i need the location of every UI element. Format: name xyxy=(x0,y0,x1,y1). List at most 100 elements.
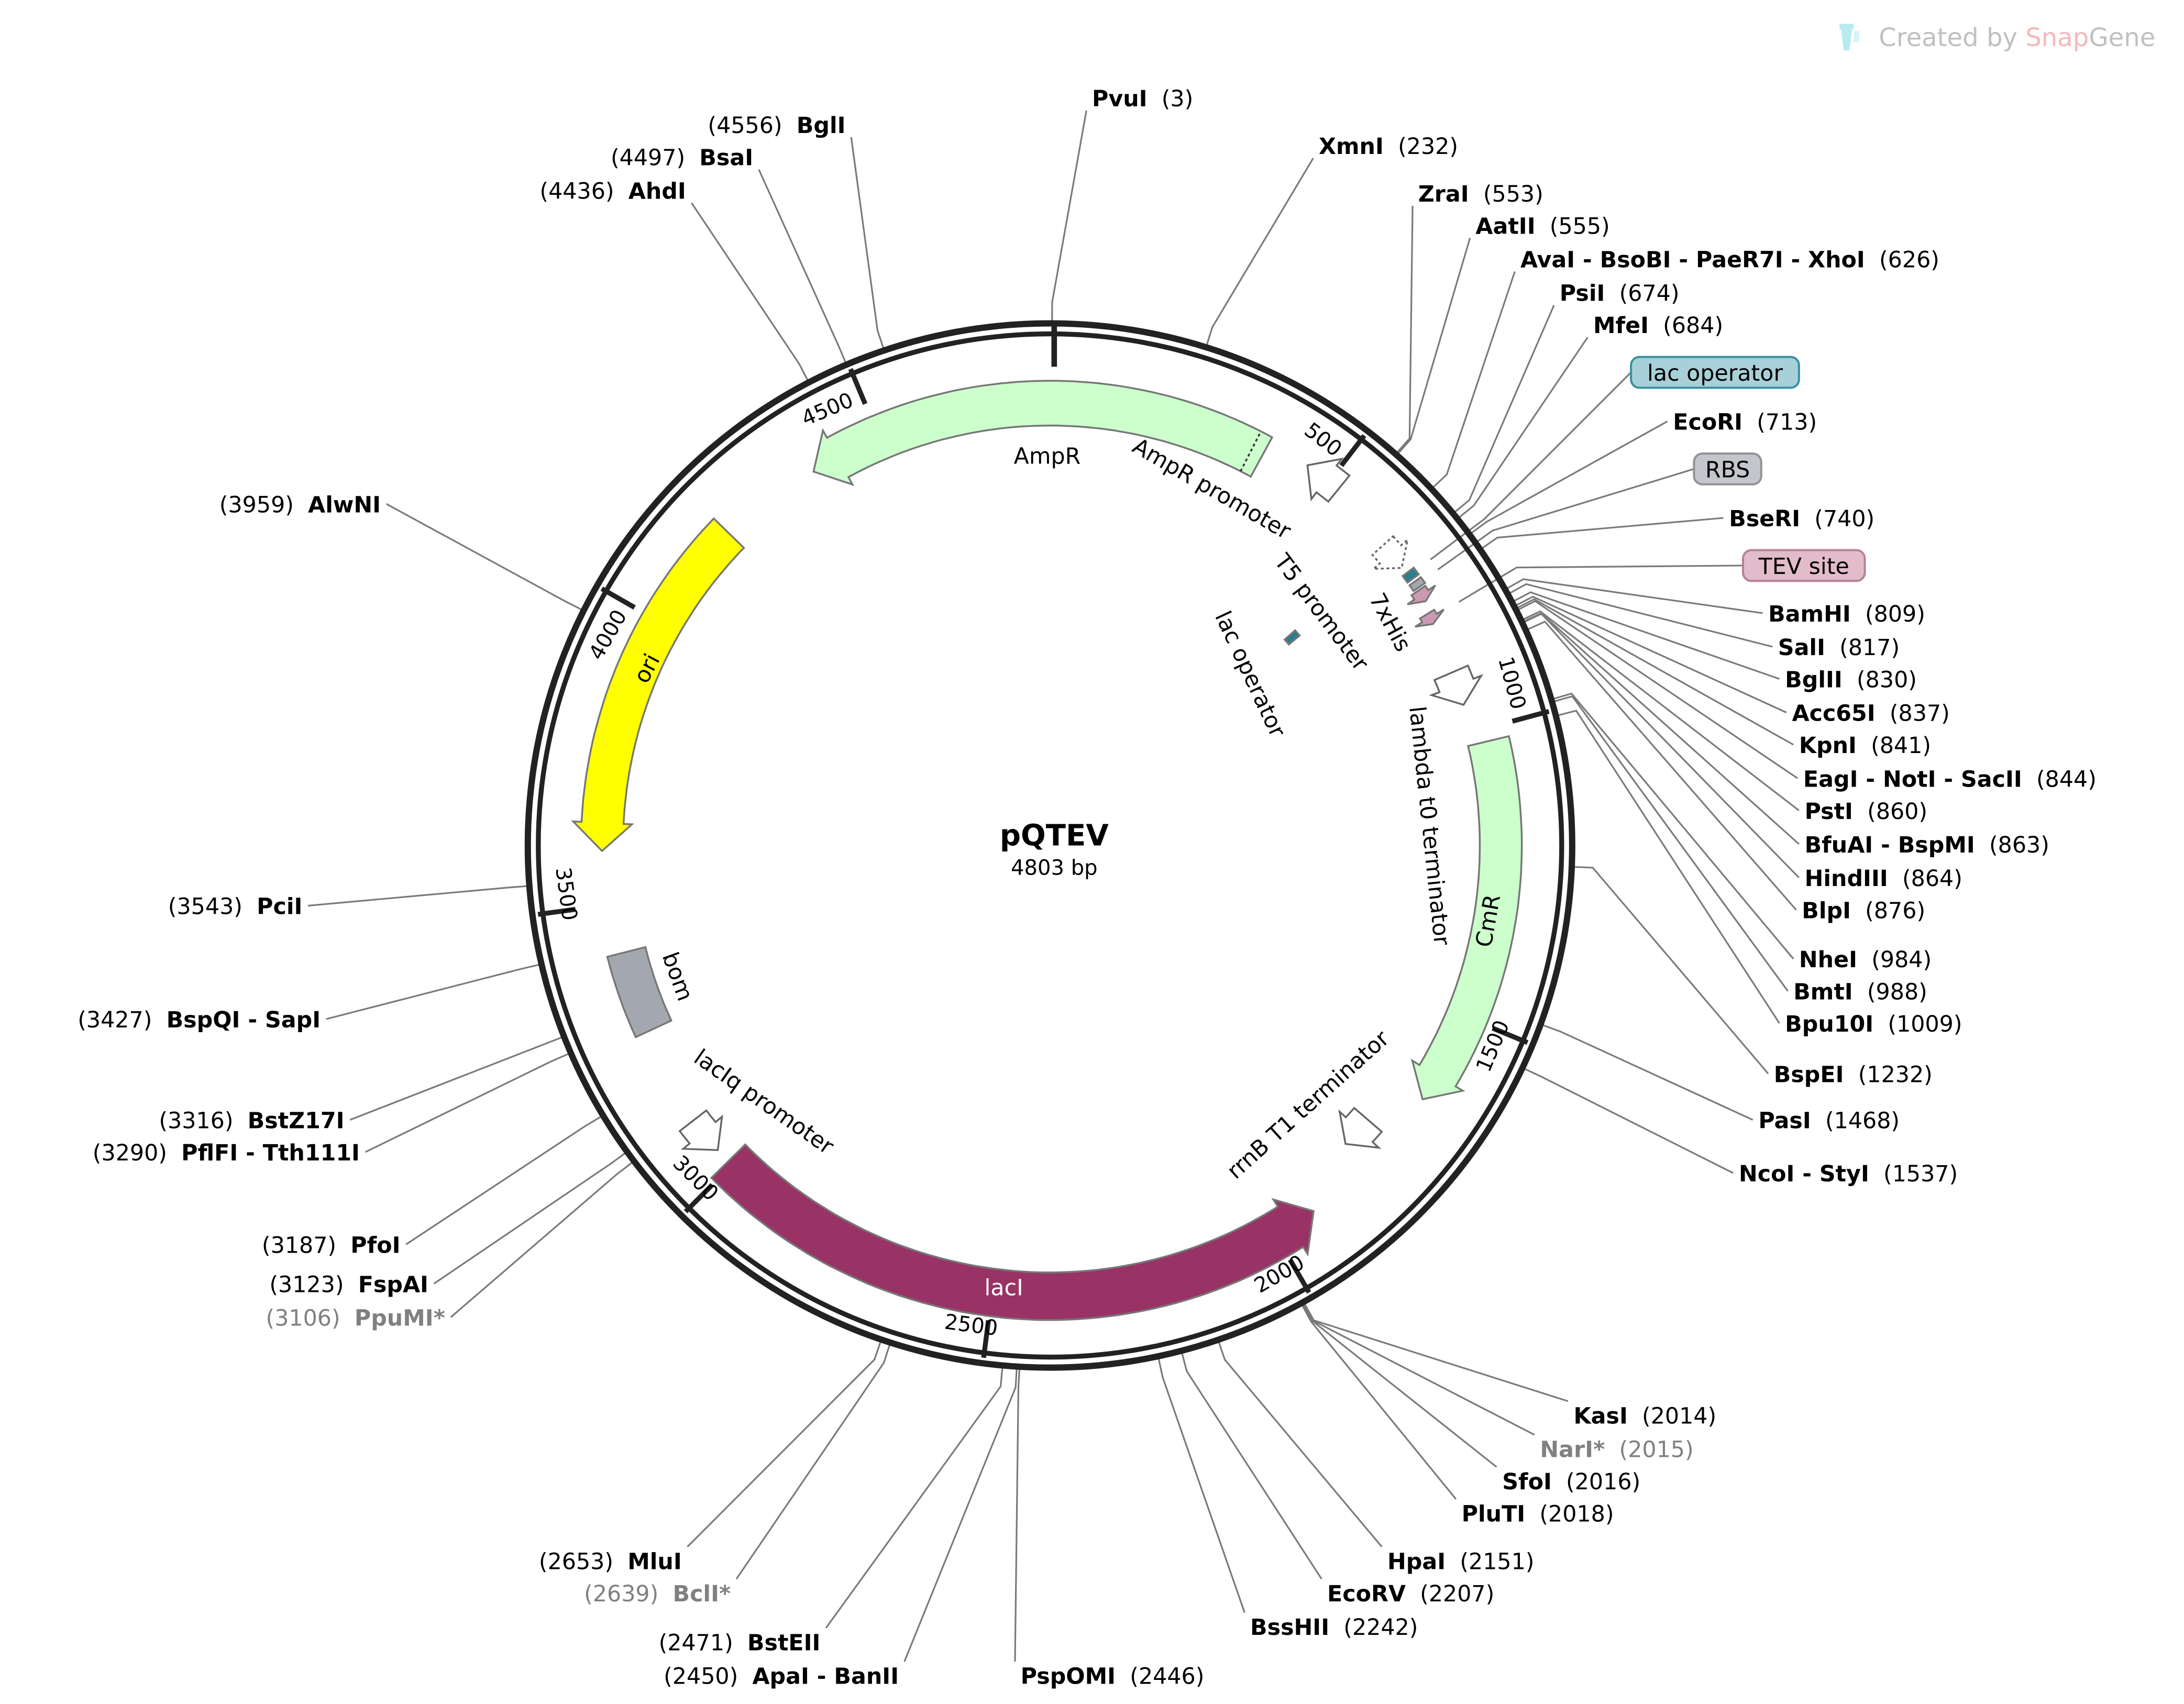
leader-line xyxy=(1513,591,1780,680)
callout-box-tev-site xyxy=(1741,549,1866,582)
enzyme-name: AatII xyxy=(1475,213,1535,239)
enzyme-position: (3427) xyxy=(78,1007,166,1033)
feature-tev-site xyxy=(1415,608,1445,628)
enzyme-position: (2015) xyxy=(1605,1437,1693,1463)
enzyme-bsteii: (2471) BstEII xyxy=(659,1630,821,1656)
enzyme-position: (863) xyxy=(1975,832,2049,858)
enzyme-pfoi: (3187) PfoI xyxy=(262,1232,401,1258)
enzyme-bamhi: BamHI (809) xyxy=(1768,601,1925,627)
tick-mark xyxy=(848,368,868,405)
enzyme-sali: SalI (817) xyxy=(1778,635,1900,661)
enzyme-name: EcoRV xyxy=(1327,1581,1406,1607)
enzyme-blpi: BlpI (876) xyxy=(1802,898,1925,924)
enzyme-name: BglII xyxy=(1785,667,1843,693)
enzyme-name: SfoI xyxy=(1502,1469,1552,1495)
enzyme-position: (1537) xyxy=(1869,1161,1958,1187)
ampr-signal-divider xyxy=(1240,430,1262,472)
tick-mark xyxy=(1288,1258,1311,1294)
feature-label-rrnb-t1-terminator: rrnB T1 terminator xyxy=(1222,1025,1394,1185)
enzyme-name: ZraI xyxy=(1418,181,1469,207)
leader-line xyxy=(1541,1024,1753,1121)
enzyme-name: BglI xyxy=(797,113,846,139)
feature-t5-promoter xyxy=(1371,535,1409,570)
leader-line xyxy=(691,202,809,382)
callout-box-rbs xyxy=(1693,452,1762,485)
callout-box-lac-operator xyxy=(1630,356,1800,389)
enzyme-name: BseRI xyxy=(1729,506,1800,532)
feature-label-ampr: AmpR xyxy=(1014,444,1081,470)
enzyme-position: (809) xyxy=(1851,601,1925,627)
tick-mark xyxy=(1512,709,1550,724)
inner-ring xyxy=(536,331,1564,1360)
enzyme-name: MfeI xyxy=(1593,313,1649,339)
enzyme-labels: PvuI (3)XmnI (232)ZraI (553)AatII (555)A… xyxy=(78,86,2097,1690)
callout-leader xyxy=(1458,565,1743,603)
leader-line xyxy=(1517,600,1799,779)
leader-line xyxy=(1206,158,1314,347)
enzyme-position: (2018) xyxy=(1525,1501,1614,1528)
enzyme-name: KasI xyxy=(1574,1403,1628,1430)
feature-rbs xyxy=(1408,576,1427,593)
tube-icon xyxy=(1839,24,1859,51)
leader-line xyxy=(326,964,541,1020)
leader-line xyxy=(850,137,885,350)
enzyme-position: (2639) xyxy=(584,1581,672,1607)
enzyme-name: PluTI xyxy=(1462,1501,1526,1528)
enzyme-name: NarI* xyxy=(1540,1437,1605,1463)
enzyme-apai-banii: (2450) ApaI - BanII xyxy=(664,1664,899,1690)
leader-line xyxy=(1557,710,1780,1024)
plasmid-length: 4803 bp xyxy=(1011,856,1098,880)
enzyme-acc65i: Acc65I (837) xyxy=(1792,701,1950,727)
enzyme-avai-bsobi-paer7i-xhoi: AvaI - BsoBI - PaeR7I - XhoI (626) xyxy=(1520,247,1939,273)
enzyme-name: Acc65I xyxy=(1792,701,1876,727)
enzyme-aatii: AatII (555) xyxy=(1475,213,1609,239)
callout-label-lac-operator: lac operator xyxy=(1647,360,1783,386)
enzyme-position: (4497) xyxy=(611,145,699,171)
leader-line xyxy=(1523,1067,1734,1174)
feature-label-7xhis: 7xHis xyxy=(1364,589,1416,656)
leader-line xyxy=(450,1161,634,1318)
leader-line xyxy=(405,1115,602,1245)
enzyme-name: BclI* xyxy=(673,1581,731,1607)
enzyme-ncoi-styi: NcoI - StyI (1537) xyxy=(1739,1161,1958,1187)
enzyme-position: (3959) xyxy=(219,492,308,518)
enzyme-ahdi: (4436) AhdI xyxy=(539,179,686,205)
feature-laciq-promoter xyxy=(678,1109,723,1152)
enzyme-bglii: BglII (830) xyxy=(1785,667,1917,693)
enzyme-name: BstZ17I xyxy=(248,1108,345,1134)
enzyme-position: (837) xyxy=(1876,701,1950,727)
enzyme-name: PasI xyxy=(1758,1108,1811,1134)
leader-line xyxy=(1553,695,1789,992)
enzyme-name: NcoI - StyI xyxy=(1739,1161,1869,1187)
enzyme-position: (984) xyxy=(1857,947,1932,973)
outer-ring xyxy=(524,320,1575,1371)
enzyme-position: (2014) xyxy=(1628,1403,1716,1430)
enzyme-position: (3543) xyxy=(168,894,257,920)
leader-line xyxy=(1470,421,1668,535)
enzyme-name: PflFI - Tth111I xyxy=(181,1140,360,1166)
enzyme-position: (553) xyxy=(1469,181,1543,207)
leader-line xyxy=(1051,110,1087,322)
enzyme-name: Bpu10I xyxy=(1785,1011,1873,1037)
enzyme-position: (860) xyxy=(1853,799,1927,825)
enzyme-bpu10i: Bpu10I (1009) xyxy=(1785,1011,1962,1037)
feature-7xhis xyxy=(1407,584,1436,605)
callout-leader xyxy=(1437,468,1694,570)
feature-label-bom: bom xyxy=(657,949,698,1004)
enzyme-pasi: PasI (1468) xyxy=(1758,1108,1900,1134)
enzyme-position: (684) xyxy=(1649,313,1723,339)
leader-lines xyxy=(307,110,1800,1662)
enzyme-name: SalI xyxy=(1778,635,1825,661)
enzyme-position: (864) xyxy=(1888,866,1962,892)
leader-line xyxy=(1506,578,1763,614)
leader-line xyxy=(1302,1303,1497,1468)
enzyme-position: (841) xyxy=(1857,733,1931,759)
feature-ampr-promoter xyxy=(1306,457,1351,503)
leader-line xyxy=(687,1341,882,1547)
enzyme-name: BfuAI - BspMI xyxy=(1805,832,1975,858)
enzyme-ppumi: (3106) PpuMI* xyxy=(266,1305,446,1331)
enzyme-name: AhdI xyxy=(628,179,686,205)
enzyme-position: (2016) xyxy=(1552,1469,1640,1495)
